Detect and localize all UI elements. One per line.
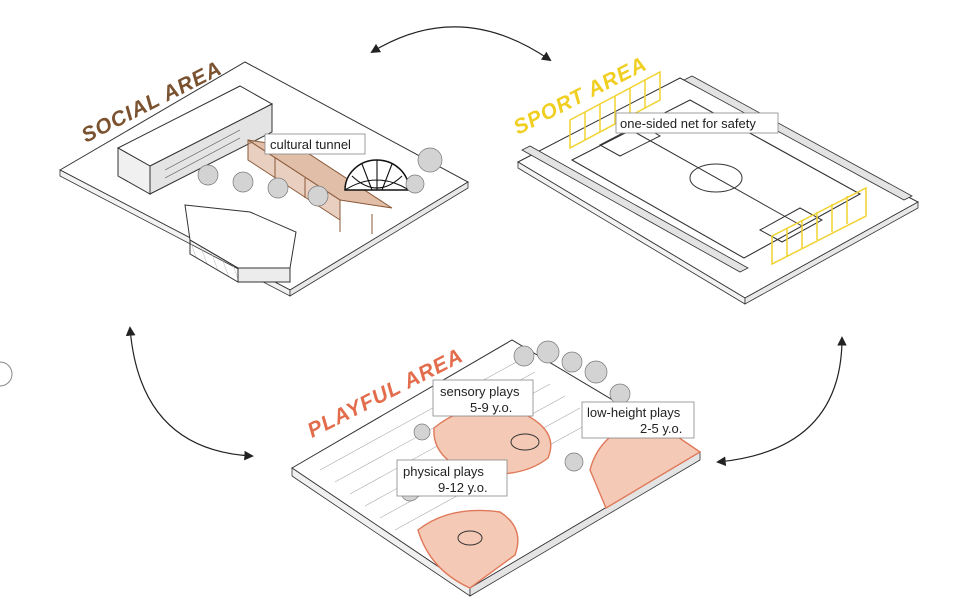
arrow-sport-playful <box>716 336 847 467</box>
physical-plays-label: physical plays <box>403 464 484 479</box>
center-circle <box>689 163 743 193</box>
long-building <box>116 85 274 195</box>
low-height-plays-age: 2-5 y.o. <box>640 421 682 436</box>
net-safety-label: one-sided net for safety <box>620 116 756 131</box>
social-area-block: SOCIAL AREA cultural tunnel <box>58 57 470 297</box>
one-sided-net <box>569 70 867 266</box>
physical-play-zone <box>417 509 519 589</box>
arrow-playful-social <box>125 326 254 461</box>
play-zones <box>417 406 702 589</box>
cycle-arrows <box>125 26 847 467</box>
playful-area-block: PLAYFUL AREA sensory plays 5-9 y.o. low-… <box>291 339 702 597</box>
curved-building <box>184 204 297 283</box>
arrow-social-sport <box>370 26 552 62</box>
sensory-plays-label: sensory plays <box>440 384 520 399</box>
sensory-plays-age: 5-9 y.o. <box>470 400 512 415</box>
geodesic-dome <box>344 159 410 191</box>
cultural-tunnel-label: cultural tunnel <box>270 137 351 152</box>
edge-circle-fragment <box>0 361 13 387</box>
low-height-plays-label: low-height plays <box>587 405 681 420</box>
social-trees <box>197 147 443 207</box>
bleachers <box>521 75 913 273</box>
physical-plays-age: 9-12 y.o. <box>438 480 488 495</box>
sport-area-block: SPORT AREA one-sided net for safety <box>510 52 920 305</box>
